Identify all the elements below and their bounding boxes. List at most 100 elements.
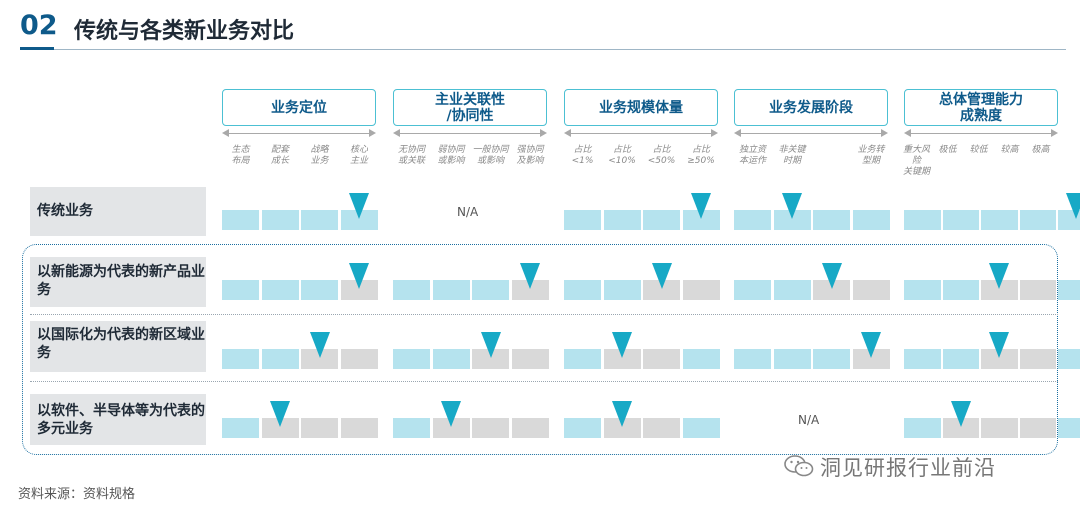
scale-cell	[261, 210, 299, 230]
scale-cell	[643, 349, 680, 369]
row-label-band	[30, 321, 206, 372]
category-box: 业务发展阶段	[734, 89, 888, 126]
scale-cell	[261, 349, 299, 369]
level-marker-icon	[651, 263, 672, 289]
scale-cell	[222, 280, 259, 300]
scale-level-label: 非关键 时期	[778, 145, 806, 166]
scale-cell	[564, 210, 601, 230]
row-label: 以国际化为代表的新区域业务	[37, 327, 205, 361]
scale-cell	[222, 418, 259, 438]
not-applicable-label: N/A	[798, 413, 820, 427]
row-label: 以新能源为代表的新产品业务	[37, 264, 205, 298]
row-label-band	[30, 394, 206, 445]
scale-level-label: 占比 <1%	[571, 145, 594, 166]
scale-cell	[682, 280, 720, 300]
row-separator	[30, 314, 1058, 315]
level-marker-icon	[441, 401, 461, 427]
scale-level-label: 生态 布局	[231, 145, 250, 166]
row-separator	[30, 381, 1058, 382]
level-marker-icon	[309, 332, 330, 358]
arrow-shaft	[740, 133, 882, 134]
scale-arrow	[564, 129, 718, 139]
scale-cell	[1058, 280, 1080, 300]
scale-cell	[1019, 280, 1056, 300]
category-box: 业务定位	[222, 89, 376, 126]
level-marker-icon	[691, 193, 711, 219]
scale-level-label: 弱协同 或影响	[437, 145, 465, 166]
scale-cell	[393, 349, 430, 369]
level-marker-icon	[782, 193, 802, 219]
section-number: 02	[20, 10, 58, 41]
scale-cell	[734, 280, 771, 300]
row-label-band	[30, 257, 206, 307]
scale-level-label: 业务转 型期	[857, 145, 885, 166]
scale-cell	[432, 280, 470, 300]
scale-cell	[603, 280, 641, 300]
scale-cell	[222, 210, 259, 230]
scale-cell	[813, 210, 850, 230]
scale-cell	[393, 280, 430, 300]
watermark-text: 洞见研报行业前沿	[820, 456, 996, 480]
scale-cell	[734, 349, 771, 369]
scale-cell	[1058, 349, 1080, 369]
scale-cell	[904, 210, 941, 230]
level-marker-icon	[612, 332, 632, 358]
scale-cell	[340, 349, 378, 369]
scale-level-label: 占比 <50%	[647, 145, 676, 166]
not-applicable-label: N/A	[457, 205, 479, 219]
page-title: 传统与各类新业务对比	[74, 19, 295, 44]
scale-arrow	[222, 129, 376, 139]
scale-cell	[852, 210, 890, 230]
level-marker-icon	[989, 332, 1010, 358]
level-marker-icon	[520, 263, 540, 289]
scale-level-label: 一般协同 或影响	[472, 145, 509, 166]
scale-cell	[1019, 349, 1056, 369]
scale-cell	[564, 349, 601, 369]
scale-level-label: 战略 业务	[310, 145, 329, 166]
arrow-right-head-icon	[881, 129, 888, 137]
scale-level-label: 较高	[1000, 145, 1019, 155]
scale-cell	[734, 210, 771, 230]
scale-cell	[942, 349, 979, 369]
scale-cell	[643, 418, 680, 438]
level-marker-icon	[1066, 193, 1080, 219]
scale-cell	[904, 280, 941, 300]
arrow-right-head-icon	[1051, 129, 1058, 137]
scale-level-label: 强协同 及影响	[516, 145, 544, 166]
scale-cell	[813, 349, 850, 369]
scale-cell	[393, 418, 430, 438]
scale-cell	[511, 418, 549, 438]
level-marker-icon	[861, 332, 881, 358]
scale-level-label: 核心 主业	[349, 145, 368, 166]
scale-cell	[1058, 418, 1080, 438]
scale-cell	[301, 210, 338, 230]
scale-cell	[981, 418, 1018, 438]
scale-level-label: 无协同 或关联	[397, 145, 425, 166]
arrow-left-head-icon	[564, 129, 571, 137]
scale-arrow	[734, 129, 888, 139]
arrow-left-head-icon	[222, 129, 229, 137]
scale-cell	[682, 418, 720, 438]
arrow-right-head-icon	[369, 129, 376, 137]
scale-cell	[472, 280, 509, 300]
level-marker-icon	[480, 332, 501, 358]
scale-level-label: 配套 成长	[270, 145, 289, 166]
scale-cell	[643, 210, 680, 230]
arrow-shaft	[228, 133, 370, 134]
row-label: 以软件、半导体等为代表的多元业务	[37, 403, 205, 437]
arrow-left-head-icon	[393, 129, 400, 137]
category-box: 主业关联性 /协同性	[393, 89, 547, 126]
arrow-right-head-icon	[711, 129, 718, 137]
scale-cell	[981, 210, 1018, 230]
scale-cell	[564, 418, 601, 438]
level-marker-icon	[349, 263, 369, 289]
arrow-shaft	[399, 133, 541, 134]
scale-arrow	[904, 129, 1058, 139]
row-label-band	[30, 187, 206, 236]
scale-cell	[261, 280, 299, 300]
scale-cell	[904, 418, 941, 438]
header-underline-accent	[20, 47, 54, 50]
row-label: 传统业务	[37, 203, 93, 219]
scale-cell	[432, 349, 470, 369]
scale-level-label: 极高	[1031, 145, 1050, 155]
